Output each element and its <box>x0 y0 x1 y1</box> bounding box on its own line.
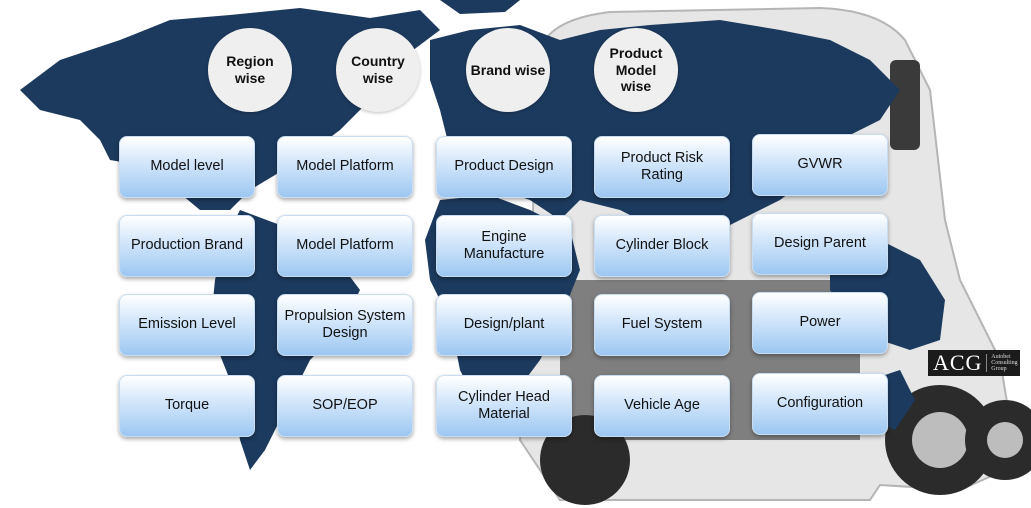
tile-label: SOP/EOP <box>312 397 378 414</box>
tile-vehicle-age: Vehicle Age <box>594 375 730 437</box>
tile-label: Engine Manufacture <box>463 228 545 262</box>
tile-label: Model Platform <box>296 237 394 254</box>
logo-company-name: Autobei Consulting Group <box>991 354 1020 373</box>
tile-label: Cylinder Head Material <box>458 388 550 422</box>
tile-label: Cylinder Block <box>615 237 709 254</box>
tile-label: Design Parent <box>774 235 866 252</box>
tile-label: Model Platform <box>296 158 394 175</box>
header-label: Country wise <box>351 53 405 86</box>
tile-emission-level: Emission Level <box>119 294 255 356</box>
tile-label: Torque <box>164 397 210 414</box>
tile-design-plant: Design/plant <box>436 294 572 356</box>
logo-name-line: Autobei <box>991 353 1011 360</box>
tile-gvwr: GVWR <box>752 134 888 196</box>
tile-label: Emission Level <box>138 316 236 333</box>
header-region-wise: Region wise <box>208 28 292 112</box>
header-country-wise: Country wise <box>336 28 420 112</box>
tile-model-platform: Model Platform <box>277 136 413 198</box>
tile-configuration: Configuration <box>752 373 888 435</box>
tile-label: Model level <box>150 158 224 175</box>
tile-label: Fuel System <box>621 316 703 333</box>
tile-engine-manufacture: Engine Manufacture <box>436 215 572 277</box>
tile-propulsion-system-design: Propulsion System Design <box>277 294 413 356</box>
logo-divider <box>986 354 988 372</box>
tile-product-risk-rating: Product Risk Rating <box>594 136 730 198</box>
tile-label: Propulsion System Design <box>284 307 406 341</box>
tile-label: Power <box>799 314 841 331</box>
tile-sop-eop: SOP/EOP <box>277 375 413 437</box>
tile-design-parent: Design Parent <box>752 213 888 275</box>
tile-label: Production Brand <box>130 237 244 254</box>
header-label: Product Model wise <box>609 44 663 95</box>
tile-production-brand: Production Brand <box>119 215 255 277</box>
tile-cylinder-block: Cylinder Block <box>594 215 730 277</box>
header-label: Brand wise <box>470 61 546 78</box>
tile-product-design: Product Design <box>436 136 572 198</box>
tile-model-platform-2: Model Platform <box>277 215 413 277</box>
tile-torque: Torque <box>119 375 255 437</box>
logo-name-line: Group <box>991 366 1007 373</box>
header-brand-wise: Brand wise <box>466 28 550 112</box>
tile-cylinder-head-material: Cylinder Head Material <box>436 375 572 437</box>
acg-logo: ACG Autobei Consulting Group <box>928 350 1020 376</box>
tile-label: Design/plant <box>463 316 545 333</box>
tile-label: Vehicle Age <box>624 397 700 414</box>
logo-mark: ACG <box>933 350 983 375</box>
header-product-model-wise: Product Model wise <box>594 28 678 112</box>
tile-label: GVWR <box>797 156 843 173</box>
tile-label: Product Risk Rating <box>620 149 704 183</box>
tile-fuel-system: Fuel System <box>594 294 730 356</box>
tile-label: Configuration <box>776 395 864 412</box>
logo-name-line: Consulting <box>991 359 1018 366</box>
tile-model-level: Model level <box>119 136 255 198</box>
tile-label: Product Design <box>454 158 554 175</box>
header-label: Region wise <box>226 53 274 86</box>
tile-power: Power <box>752 292 888 354</box>
